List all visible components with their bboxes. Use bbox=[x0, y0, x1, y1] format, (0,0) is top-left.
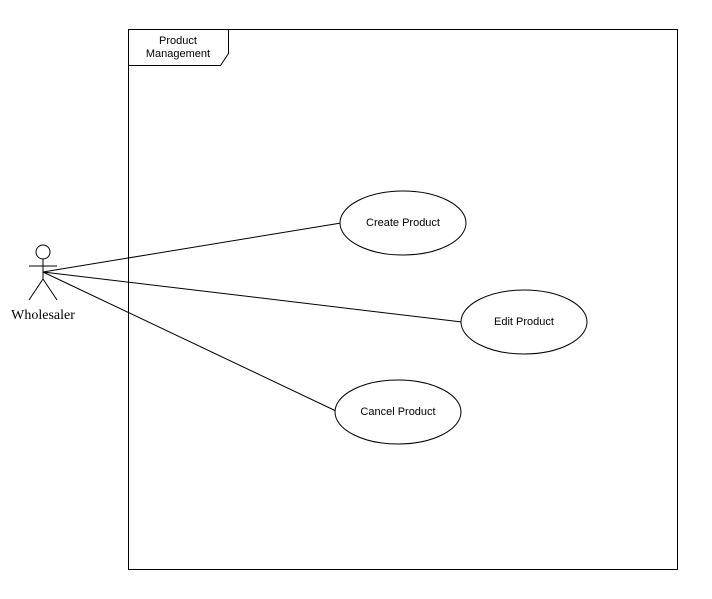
actor-name: Wholesaler bbox=[11, 308, 75, 323]
frame-label-line1: Product bbox=[159, 35, 197, 47]
association-edit-product[interactable] bbox=[42, 271, 463, 323]
actor-head bbox=[35, 244, 51, 260]
associations bbox=[42, 222, 463, 412]
association-cancel-product[interactable] bbox=[42, 271, 337, 412]
use-case-create-product[interactable]: Create Product bbox=[339, 190, 467, 256]
use-case-cancel-product[interactable]: Cancel Product bbox=[334, 379, 462, 445]
actor-wholesaler[interactable]: Wholesaler bbox=[11, 244, 75, 323]
use-case-label: Create Product bbox=[366, 217, 440, 229]
frame-label-tab bbox=[128, 29, 229, 66]
use-case-label: Cancel Product bbox=[360, 406, 435, 418]
system-boundary[interactable]: Product Management bbox=[128, 29, 678, 570]
association-create-product[interactable] bbox=[42, 222, 342, 273]
actor-right-leg bbox=[42, 278, 58, 301]
use-case-ellipse bbox=[334, 379, 462, 445]
use-case-label: Edit Product bbox=[494, 316, 554, 328]
use-case-ellipse bbox=[460, 289, 588, 355]
frame-label-line2: Management bbox=[146, 48, 210, 60]
actor-left-leg bbox=[28, 278, 44, 301]
use-case-ellipse bbox=[339, 190, 467, 256]
system-boundary-rect bbox=[128, 29, 678, 570]
use-case-edit-product[interactable]: Edit Product bbox=[460, 289, 588, 355]
